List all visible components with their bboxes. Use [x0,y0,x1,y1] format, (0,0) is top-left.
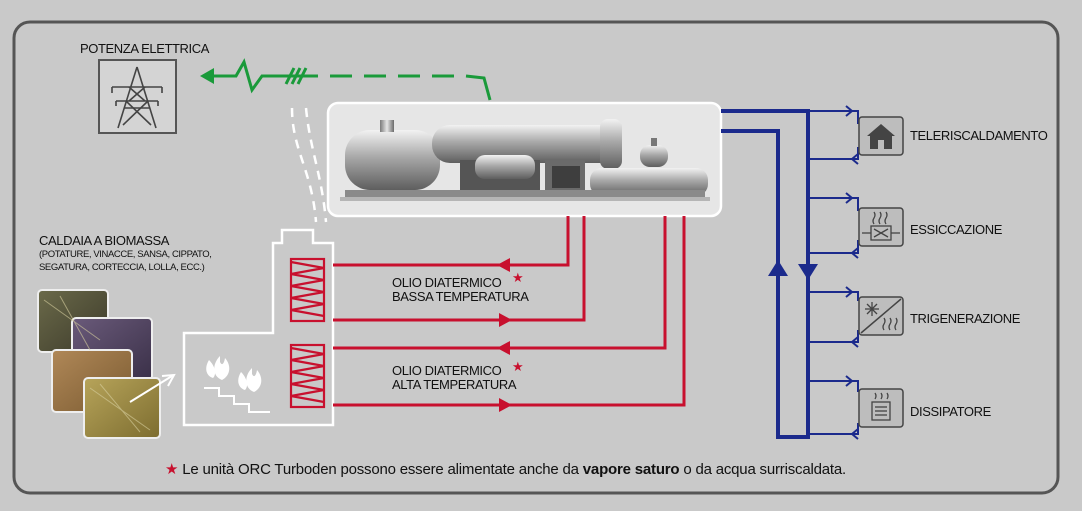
boiler-detail: (POTATURE, VINACCE, SANSA, CIPPATO, SEGA… [39,249,212,273]
electric-arrowhead [200,68,214,84]
use-label-trigenerazione: TRIGENERAZIONE [910,311,1020,326]
use-label-essiccazione: ESSICCAZIONE [910,222,1002,237]
svg-text:★: ★ [512,360,524,375]
oil-arrowheads [497,258,512,412]
electric-line [212,58,492,101]
oil-low-label: OLIO DIATERMICO BASSA TEMPERATURA [392,276,542,304]
boiler-outline [182,228,335,427]
outer-frame [12,20,1060,495]
snowflake-icon [858,296,904,336]
use-label-dissipatore: DISSIPATORE [910,404,991,419]
oil-low-line1: OLIO DIATERMICO [392,275,502,290]
footnote-before: Le unità ORC Turboden possono essere ali… [182,461,579,478]
heating-coil-high [289,343,326,409]
flame-icon [206,356,262,392]
water-arrowheads [845,105,859,440]
feed-arrow [129,373,176,403]
oil-high-line1: OLIO DIATERMICO [392,363,502,378]
svg-text:★: ★ [512,271,524,286]
footnote: ★Le unità ORC Turboden possono essere al… [165,460,846,478]
footnote-bold: vapore saturo [582,461,680,478]
star-icons: ★ ★ [512,271,524,375]
grate-stairs [204,387,270,413]
oil-high-line2: ALTA TEMPERATURA [392,377,517,392]
oil-low-line2: BASSA TEMPERATURA [392,289,529,304]
power-label: POTENZA ELETTRICA [80,41,210,56]
orc-turbine-icon [340,119,710,201]
exhaust-dashes [290,107,328,223]
star-icon: ★ [165,461,179,478]
water-arrow-down [798,264,818,280]
pylon-icon [98,59,177,134]
heating-coil-low [289,257,326,323]
drying-icon [858,207,904,247]
oil-lines [333,216,686,407]
use-label-teleriscaldamento: TELERISCALDAMENTO [910,128,1048,143]
oil-high-label: OLIO DIATERMICO ALTA TEMPERATURA [392,364,542,392]
footnote-after: o da acqua surriscaldata. [683,461,846,478]
house-icon [858,116,904,156]
boiler-title: CALDAIA A BIOMASSA [39,233,170,248]
water-arrow-up [768,260,788,276]
dissipator-icon [858,388,904,428]
biomass-photos [37,289,161,439]
water-branches [808,110,859,435]
water-lines [721,109,810,439]
